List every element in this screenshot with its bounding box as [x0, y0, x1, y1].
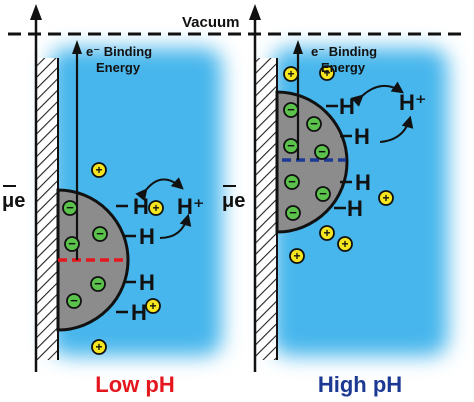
panel-caption-low: Low pH: [95, 372, 174, 397]
svg-text:+: +: [95, 340, 102, 354]
hydrogen-label: H: [139, 224, 155, 249]
svg-text:−: −: [287, 102, 295, 117]
svg-text:+: +: [323, 226, 330, 240]
anion-icon: −: [283, 102, 299, 118]
hydrogen-label: H: [339, 94, 355, 119]
svg-text:+: +: [149, 299, 156, 313]
svg-text:+: +: [323, 66, 330, 80]
cation-icon: +: [289, 248, 305, 264]
arrowhead-icon: [293, 40, 303, 54]
svg-text:−: −: [94, 276, 102, 291]
electrode-wall-low: [36, 58, 58, 360]
anion-icon: −: [285, 205, 301, 221]
svg-text:+: +: [95, 163, 102, 177]
svg-text:−: −: [310, 116, 318, 131]
hydrogen-label: H: [133, 194, 149, 219]
cation-icon: +: [91, 162, 107, 178]
vacuum-label: Vacuum: [182, 14, 240, 31]
svg-text:+: +: [152, 201, 159, 215]
cation-icon: +: [145, 298, 161, 314]
binding-energy-label: Energy: [321, 60, 366, 75]
proton-label: H⁺: [177, 194, 205, 219]
cation-icon: +: [148, 200, 164, 216]
cation-icon: +: [319, 65, 335, 81]
anion-icon: −: [64, 236, 80, 252]
anion-icon: −: [92, 226, 108, 242]
exchange-arrow-top: [350, 81, 404, 107]
chemical-potential-label: μe: [2, 190, 25, 212]
exchange-arrow-bottom: [379, 115, 414, 143]
binding-energy-label: e⁻ Binding: [311, 44, 377, 59]
anion-icon: −: [283, 138, 299, 154]
svg-text:+: +: [382, 191, 389, 205]
cation-icon: +: [378, 190, 394, 206]
cation-icon: +: [91, 339, 107, 355]
anion-icon: −: [314, 144, 330, 160]
exchange-arrow-bottom: [159, 213, 192, 239]
anion-icon: −: [284, 174, 300, 190]
anion-icon: −: [66, 293, 82, 309]
panel-low-ph: − − − − − H H H H H⁺ + + + + e⁻ Binding …: [2, 4, 222, 397]
electrode-wall-high: [255, 58, 277, 360]
svg-text:−: −: [319, 186, 327, 201]
cation-icon: +: [319, 225, 335, 241]
svg-text:−: −: [289, 205, 297, 220]
svg-text:−: −: [96, 226, 104, 241]
anion-icon: −: [306, 116, 322, 132]
svg-text:+: +: [293, 249, 300, 263]
svg-text:−: −: [318, 144, 326, 159]
svg-text:−: −: [66, 200, 74, 215]
panel-high-ph: − − − − − − − H H H H H⁺ + + + + + + e⁻ …: [222, 4, 448, 397]
anion-icon: −: [90, 276, 106, 292]
hydrogen-label: H: [347, 196, 363, 221]
svg-text:+: +: [341, 237, 348, 251]
hydrogen-label: H: [354, 124, 370, 149]
binding-energy-label: e⁻ Binding: [86, 44, 152, 59]
arrowhead-icon: [72, 40, 82, 54]
binding-energy-label: Energy: [96, 60, 141, 75]
exchange-arrow-top: [135, 177, 184, 202]
proton-label: H⁺: [399, 90, 427, 115]
arrowhead-icon: [249, 4, 261, 20]
hydrogen-label: H: [355, 170, 371, 195]
hydrogen-label: H: [139, 270, 155, 295]
svg-text:−: −: [288, 174, 296, 189]
anion-icon: −: [62, 200, 78, 216]
svg-text:−: −: [68, 236, 76, 251]
arrowhead-icon: [30, 4, 42, 20]
svg-text:−: −: [70, 293, 78, 308]
svg-text:−: −: [287, 138, 295, 153]
hydrogen-label: H: [131, 300, 147, 325]
cation-icon: +: [337, 236, 353, 252]
panel-caption-high: High pH: [318, 372, 402, 397]
svg-text:+: +: [287, 67, 294, 81]
chemical-potential-label: μe: [222, 190, 245, 212]
anion-icon: −: [315, 186, 331, 202]
cation-icon: +: [283, 66, 299, 82]
